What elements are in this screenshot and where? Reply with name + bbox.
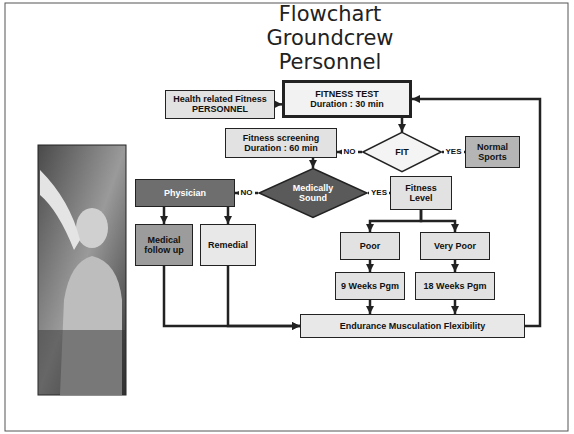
athlete-photo [38,145,126,395]
level-box: Very Poor [420,232,490,260]
decision-diamond: Medically Sound [258,168,368,218]
flow-arrow [454,300,457,314]
edge-label: NO [239,188,255,198]
process-box: Remedial [200,224,256,266]
node-text: Medical follow up [140,235,188,256]
node-text: Normal Sports [470,142,515,163]
flow-arrow [312,158,315,168]
node-text: Remedial [208,240,248,250]
node-text: FIT [379,147,425,157]
flow-arrow [454,260,457,272]
flow-arrow [275,103,282,106]
edge-label: YES [443,147,463,157]
process-box: Fitness Level [390,176,452,210]
slide-title: Flowchart Groundcrew Personnel [230,2,430,74]
flow-arrow [369,300,372,314]
node-text: Physician [164,188,206,198]
flow-arrow [163,207,166,224]
edge-label: YES [369,188,389,198]
flow-arrow [421,210,455,232]
process-box: Physician [135,179,235,207]
program-box: 18 Weeks Pgm [415,272,495,300]
flow-arrow [369,260,372,272]
level-box: Poor [340,232,400,260]
flow-arrow [227,207,230,224]
process-box: Medical follow up [135,224,193,266]
process-box: Health related Fitness PERSONNEL [165,90,275,119]
node-text: Endurance Musculation Flexibility [340,321,486,331]
node-text: Fitness screening [243,133,320,143]
node-text: Medically Sound [281,183,345,204]
node-text: 18 Weeks Pgm [424,281,487,291]
diamond-text: Medically Sound [281,183,345,204]
flow-arrow [401,118,404,132]
process-box: Fitness screeningDuration : 60 min [225,128,337,158]
node-text: Duration : 30 min [310,99,384,109]
node-text: Poor [360,241,381,251]
flow-arrow [164,266,300,326]
test-box: FITNESS TESTDuration : 30 min [282,80,412,118]
node-text: Very Poor [434,241,476,251]
node-text: Duration : 60 min [244,143,318,153]
node-text: 9 Weeks Pgm [341,281,399,291]
node-text: Health related Fitness PERSONNEL [170,94,270,115]
flow-arrow [370,210,421,232]
diamond-text: FIT [379,147,425,157]
flow-arrow [412,99,540,326]
flow-arrow [228,266,300,326]
node-text: FITNESS TEST [315,89,379,99]
program-box: 9 Weeks Pgm [335,272,405,300]
outcome-box: Endurance Musculation Flexibility [300,314,525,338]
edge-label: NO [342,147,358,157]
decision-diamond: FIT [362,132,442,172]
node-text: Fitness Level [395,183,447,204]
result-box: Normal Sports [465,136,520,168]
slide-frame [5,3,568,431]
